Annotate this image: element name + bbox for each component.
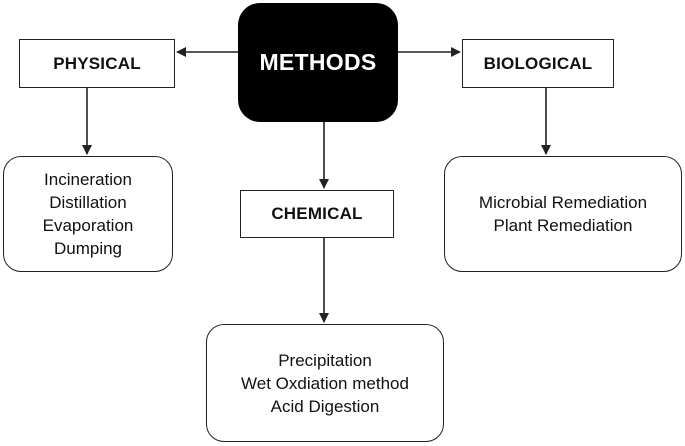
category-label-biological: BIOLOGICAL <box>483 53 593 73</box>
detail-item: Dumping <box>53 239 123 258</box>
root-label: METHODS <box>259 49 377 75</box>
detail-item: Incineration <box>44 170 132 189</box>
category-box-physical: PHYSICAL <box>19 39 175 88</box>
root-node: METHODS <box>238 3 398 122</box>
detail-item: Plant Remediation <box>493 216 633 235</box>
detail-item: Evaporation <box>42 216 134 235</box>
category-box-chemical: CHEMICAL <box>240 190 394 238</box>
detail-item: Microbial Remediation <box>478 193 648 212</box>
detail-box-biological: Microbial Remediation Plant Remediation <box>444 156 682 272</box>
category-label-physical: PHYSICAL <box>53 53 141 73</box>
detail-item: Acid Digestion <box>270 396 380 416</box>
category-label-chemical: CHEMICAL <box>271 204 363 223</box>
detail-item: Precipitation <box>278 350 372 370</box>
category-box-biological: BIOLOGICAL <box>462 39 614 88</box>
detail-box-physical: Incineration Distillation Evaporation Du… <box>3 156 173 272</box>
detail-box-chemical: Precipitation Wet Oxdiation method Acid … <box>206 324 444 442</box>
detail-item: Wet Oxdiation method <box>241 373 409 393</box>
detail-item: Distillation <box>49 193 127 212</box>
